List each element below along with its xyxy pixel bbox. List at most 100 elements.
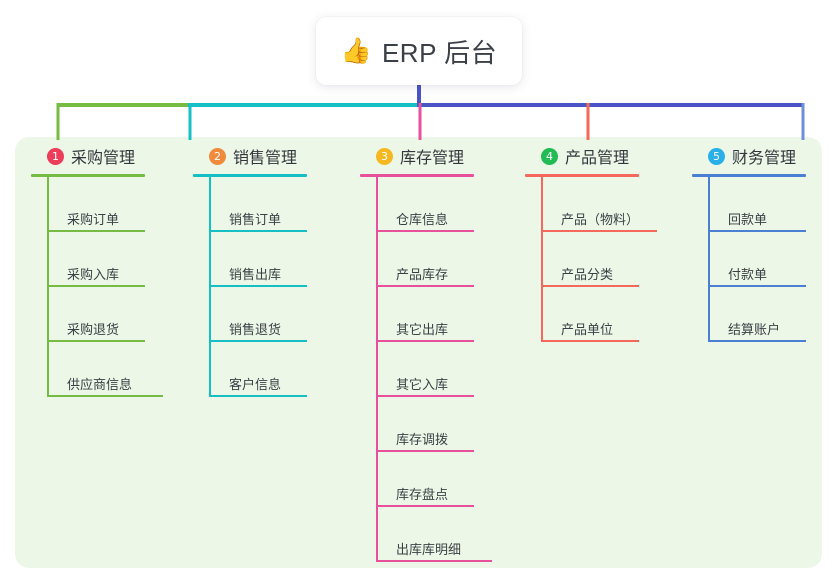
branch-column-4: 4 产品管理产品（物料） 产品分类产品单位 — [525, 143, 675, 342]
branch-item-rule — [543, 230, 657, 232]
branch-header-2[interactable]: 2 销售管理 — [193, 143, 343, 169]
branch-spine — [708, 177, 710, 342]
branch-item-label: 库存调拨 — [396, 432, 449, 447]
branch-item[interactable]: 付款单 — [710, 232, 806, 287]
branch-header-rule — [525, 174, 639, 177]
branch-item[interactable]: 客户信息 — [211, 342, 307, 397]
branch-item[interactable]: 产品分类 — [543, 232, 639, 287]
branch-spine — [376, 177, 378, 562]
branch-item-rule — [378, 230, 474, 232]
branch-item[interactable]: 采购入库 — [49, 232, 145, 287]
branch-item-label: 产品（物料） — [561, 212, 640, 227]
branch-item[interactable]: 库存调拨 — [378, 397, 474, 452]
branch-header-rule — [692, 174, 806, 177]
branch-item-rule — [211, 395, 307, 397]
branch-item-rule — [49, 230, 145, 232]
branch-title: 采购管理 — [71, 150, 136, 167]
branch-item-rule — [211, 285, 307, 287]
branch-item[interactable]: 产品单位 — [543, 287, 639, 342]
root-title: ERP 后台 — [381, 37, 498, 68]
branch-item-label: 其它出库 — [396, 322, 449, 337]
branch-item-label: 库存盘点 — [396, 487, 449, 502]
branch-item-list: 销售订单销售出库销售退货客户信息 — [193, 177, 343, 397]
branch-item-label: 销售退货 — [229, 322, 282, 337]
branch-item[interactable]: 供应商信息 — [49, 342, 163, 397]
branch-item-label: 出库库明细 — [396, 542, 462, 557]
branch-item-rule — [378, 340, 474, 342]
branch-item-rule — [710, 285, 806, 287]
branch-item-rule — [710, 340, 806, 342]
branch-spine — [541, 177, 543, 342]
branch-column-5: 5 财务管理回款单付款单结算账户 — [692, 143, 839, 342]
branch-spine — [47, 177, 49, 397]
branch-item-label: 客户信息 — [229, 377, 282, 392]
branch-item-rule — [710, 230, 806, 232]
branch-item-label: 供应商信息 — [67, 377, 133, 392]
branch-header-rule — [360, 174, 474, 177]
branch-item-label: 其它入库 — [396, 377, 449, 392]
branch-item[interactable]: 其它入库 — [378, 342, 474, 397]
branch-item[interactable]: 仓库信息 — [378, 177, 474, 232]
branch-header-1[interactable]: 1 采购管理 — [31, 143, 181, 169]
branch-header-3[interactable]: 3 库存管理 — [360, 143, 510, 169]
branch-number-badge: 3 — [376, 147, 393, 165]
branch-item[interactable]: 销售订单 — [211, 177, 307, 232]
branch-item-rule — [543, 340, 639, 342]
branch-item-rule — [378, 285, 474, 287]
branch-number-badge: 4 — [541, 147, 558, 165]
branch-item-label: 仓库信息 — [396, 212, 449, 227]
branch-item[interactable]: 产品（物料） — [543, 177, 657, 232]
branch-item[interactable]: 采购退货 — [49, 287, 145, 342]
branch-item[interactable]: 产品库存 — [378, 232, 474, 287]
branch-item[interactable]: 其它出库 — [378, 287, 474, 342]
branch-item-label: 采购入库 — [67, 267, 120, 282]
branch-item[interactable]: 回款单 — [710, 177, 806, 232]
thumbs-up-icon: 👍 — [340, 36, 372, 65]
branch-item-list: 回款单付款单结算账户 — [692, 177, 839, 342]
branch-item-label: 产品单位 — [561, 322, 614, 337]
branch-number-badge: 1 — [47, 147, 64, 165]
branch-column-2: 2 销售管理销售订单销售出库销售退货客户信息 — [193, 143, 343, 397]
branch-item[interactable]: 销售出库 — [211, 232, 307, 287]
branch-item-rule — [378, 560, 492, 562]
branch-item-rule — [543, 285, 639, 287]
branch-item[interactable]: 结算账户 — [710, 287, 806, 342]
branch-title: 库存管理 — [400, 150, 465, 167]
branch-item-list: 产品（物料） 产品分类产品单位 — [525, 177, 675, 342]
branch-item-label: 采购订单 — [67, 212, 120, 227]
branch-item-rule — [378, 450, 474, 452]
branch-number-badge: 2 — [209, 147, 226, 165]
branch-item-label: 付款单 — [728, 267, 768, 282]
branch-item[interactable]: 出库库明细 — [378, 507, 492, 562]
branch-item-rule — [49, 285, 145, 287]
branch-column-3: 3 库存管理仓库信息产品库存其它出库其它入库库存调拨库存盘点出库库明细 — [360, 143, 510, 562]
branch-item-rule — [49, 395, 163, 397]
branch-item[interactable]: 销售退货 — [211, 287, 307, 342]
branch-item-label: 销售出库 — [229, 267, 282, 282]
branch-item-label: 采购退货 — [67, 322, 120, 337]
branch-item-label: 产品分类 — [561, 267, 614, 282]
root-node[interactable]: 👍 ERP 后台 — [316, 17, 522, 85]
branch-item-label: 结算账户 — [728, 322, 781, 337]
branch-spine — [209, 177, 211, 397]
branch-item-rule — [211, 340, 307, 342]
branch-title: 财务管理 — [732, 150, 797, 167]
branch-item-label: 回款单 — [728, 212, 768, 227]
branch-column-1: 1 采购管理采购订单采购入库采购退货供应商信息 — [31, 143, 181, 397]
branch-item-rule — [378, 505, 474, 507]
branch-header-rule — [31, 174, 145, 177]
branch-header-rule — [193, 174, 307, 177]
branch-item-rule — [49, 340, 145, 342]
branch-header-4[interactable]: 4 产品管理 — [525, 143, 675, 169]
branch-item-label: 产品库存 — [396, 267, 449, 282]
branch-title: 销售管理 — [233, 150, 298, 167]
branch-item[interactable]: 采购订单 — [49, 177, 145, 232]
branch-item-rule — [211, 230, 307, 232]
branch-number-badge: 5 — [708, 147, 725, 165]
branch-header-5[interactable]: 5 财务管理 — [692, 143, 839, 169]
branch-item[interactable]: 库存盘点 — [378, 452, 474, 507]
branch-item-list: 采购订单采购入库采购退货供应商信息 — [31, 177, 181, 397]
branch-title: 产品管理 — [565, 150, 630, 167]
branch-item-label: 销售订单 — [229, 212, 282, 227]
